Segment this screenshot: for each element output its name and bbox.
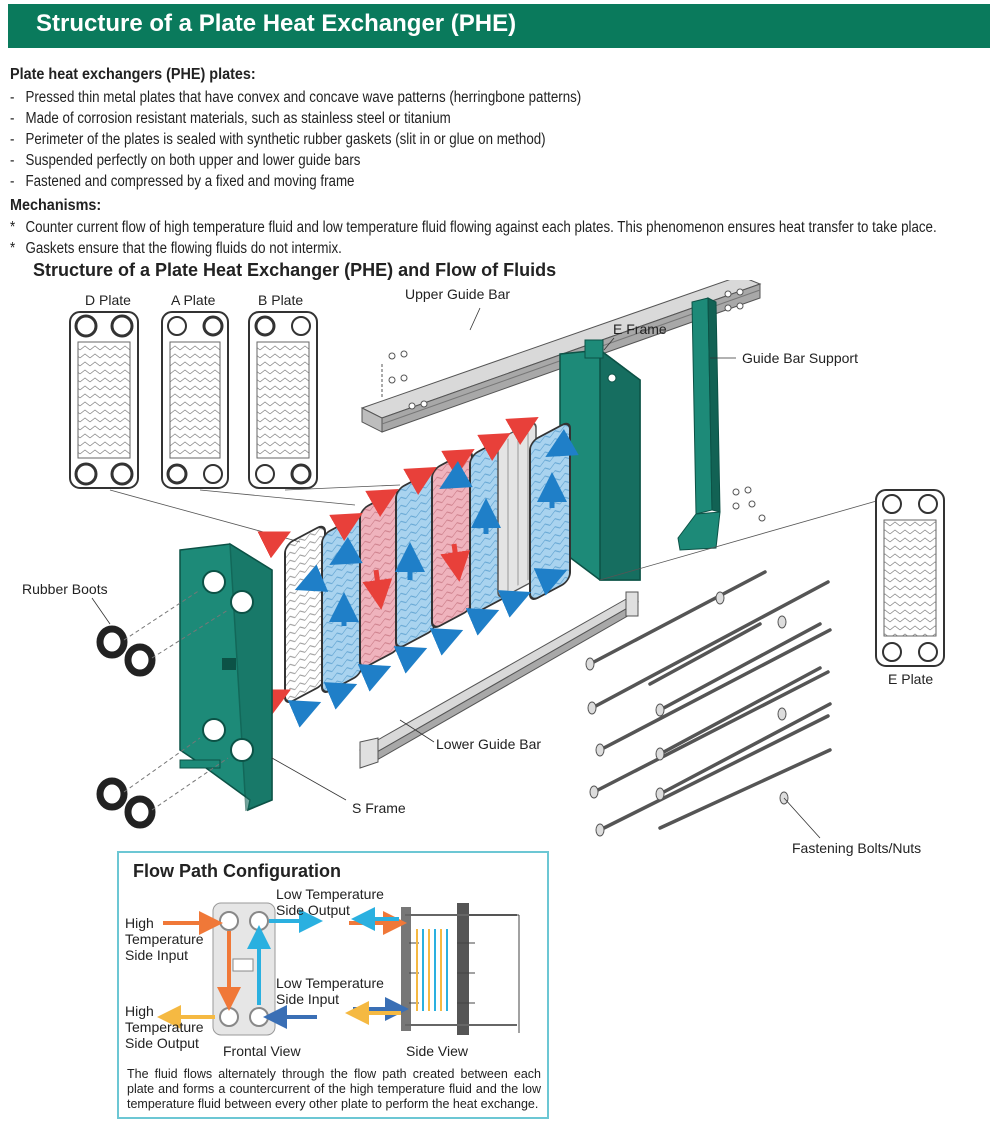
fastening-bolts [588, 570, 832, 832]
guide-bar-support [677, 297, 721, 551]
label-leaders [91, 307, 821, 839]
mechanisms-item: *Gaskets ensure that the flowing fluids … [10, 240, 342, 257]
s-frame-label: S Frame [352, 800, 406, 816]
a-plate [161, 311, 229, 489]
bolt-set [724, 288, 766, 522]
flow-path-description: The fluid flows alternately through the … [127, 1067, 541, 1111]
flow-path-diagram [157, 902, 520, 1036]
a-plate-label: A Plate [171, 292, 216, 308]
d-plate [69, 311, 139, 489]
frontal-flow-arrows [157, 909, 323, 1029]
frontal-view-label: Frontal View [223, 1043, 301, 1059]
s-frame [179, 542, 273, 812]
bolt-nuts [585, 591, 789, 837]
mechanisms-heading: Mechanisms: [10, 197, 102, 214]
e-frame [559, 339, 641, 581]
mechanisms-item: *Counter current flow of high temperatur… [10, 219, 937, 236]
guide-bar-support-label: Guide Bar Support [742, 350, 858, 366]
side-flow-arrows [345, 907, 409, 1025]
plates-item: -Fastened and compressed by a fixed and … [10, 173, 355, 190]
flow-path-box: Flow Path Configuration [117, 851, 549, 1119]
e-frame-label: E Frame [613, 321, 667, 337]
flow-path-title: Flow Path Configuration [133, 861, 341, 881]
plates-heading: Plate heat exchangers (PHE) plates: [10, 66, 256, 83]
plates-item: -Pressed thin metal plates that have con… [10, 89, 582, 106]
bolt-set [381, 350, 428, 410]
plates-item: -Suspended perfectly on both upper and l… [10, 152, 361, 169]
rubber-boots-label: Rubber Boots [22, 581, 108, 597]
d-plate-label: D Plate [85, 292, 131, 308]
b-plate [248, 311, 318, 489]
phe-exploded-diagram [69, 280, 945, 839]
plates-item: -Perimeter of the plates is sealed with … [10, 131, 546, 148]
diagram-title: Structure of a Plate Heat Exchanger (PHE… [33, 260, 557, 280]
e-plate [875, 489, 945, 667]
lower-guide-bar-label: Lower Guide Bar [436, 736, 542, 752]
b-plate-label: B Plate [258, 292, 304, 308]
header-banner: Structure of a Plate Heat Exchanger (PHE… [8, 4, 990, 48]
upper-guide-bar-label: Upper Guide Bar [405, 286, 511, 302]
page-title: Structure of a Plate Heat Exchanger (PHE… [36, 10, 517, 37]
lower-guide-bar [359, 591, 640, 769]
dashed-guides [123, 589, 229, 811]
e-plate-label: E Plate [888, 671, 934, 687]
rubber-boots [96, 625, 156, 829]
fastening-bolts-label: Fastening Bolts/Nuts [792, 840, 922, 856]
side-view-unit [401, 903, 520, 1035]
side-view-label: Side View [406, 1043, 469, 1059]
frontal-view-plate [212, 902, 276, 1036]
plates-item: -Made of corrosion resistant materials, … [10, 110, 451, 127]
